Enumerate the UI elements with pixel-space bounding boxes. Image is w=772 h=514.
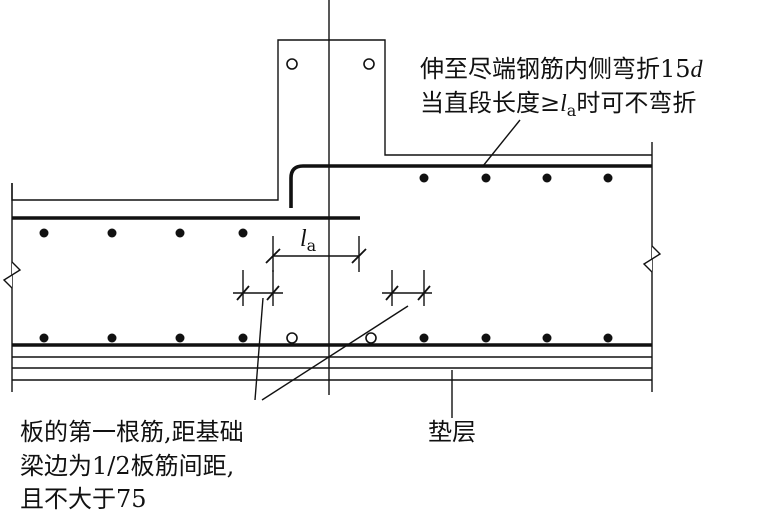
top-right-bars [419,173,613,183]
beam-bottom-bar-right [365,332,377,344]
rebar-dot [107,228,117,238]
rebar-dot [107,333,117,343]
leader-bend-note [482,119,521,167]
first-bar-note-line3: 且不大于75 [20,485,147,513]
la-dimension [265,236,367,272]
first-bar-note-line1: 板的第一根筋,距基础 [20,418,244,446]
top-left-bars [39,228,248,238]
first-bar-note-line2: 梁边为1/2板筋间距, [20,452,234,480]
half-spacing-dimension-right [382,270,432,306]
rebar-dot [175,228,185,238]
slab-outline-left [11,39,329,201]
rebar-dot [238,333,248,343]
leader-first-bar-b [261,305,409,401]
break-mark-right [642,245,662,273]
rebar-dot [175,333,185,343]
rebar-dot [603,173,613,183]
top-rebar-right [289,164,652,208]
cushion-label: 垫层 [428,418,476,446]
beam-bar-right [363,58,375,70]
beam-bottom-bar-left [286,332,298,344]
la-label: la [300,226,317,255]
bend-note-line2: 当直段长度≥la时可不弯折 [420,89,696,120]
beam-bar-left [286,58,298,70]
break-mark-left [2,261,22,289]
rebar-dot [39,333,49,343]
rebar-dot [419,173,429,183]
rebar-dot [238,228,248,238]
rebar-dot [603,333,613,343]
bend-note-line1: 伸至尽端钢筋内侧弯折15d [420,55,704,83]
rebar-dot [39,228,49,238]
rebar-dot [542,333,552,343]
bottom-bars [39,333,613,343]
rebar-dot [481,333,491,343]
rebar-dot [542,173,552,183]
rebar-dot [419,333,429,343]
leader-first-bar-a [254,297,264,401]
rebar-dot [481,173,491,183]
half-spacing-dimension-left [233,270,283,306]
slab-outline-right [329,39,652,156]
